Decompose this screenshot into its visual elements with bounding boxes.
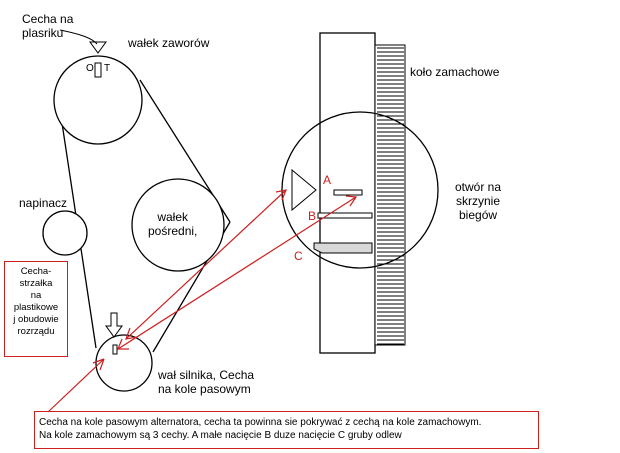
crankshaft-label: wał silnika, Cecha na kole pasowym bbox=[158, 368, 255, 396]
cover-arrow-note: Cecha- strzałka na plastikowe j obudowie… bbox=[4, 261, 68, 357]
mark-letter-a: A bbox=[323, 173, 332, 187]
mark-letter-b: B bbox=[308, 209, 317, 223]
flywheel-mark-c bbox=[313, 242, 373, 254]
tensioner-pulley bbox=[42, 210, 88, 256]
alignment-arrows bbox=[47, 189, 358, 413]
flywheel-mark-a bbox=[333, 189, 363, 196]
flywheel-mark-b bbox=[317, 212, 373, 219]
cover-mark-leader bbox=[59, 29, 98, 45]
intermediate-shaft-label: wałek pośredni, bbox=[148, 210, 198, 238]
gearbox-opening-label: otwór na skrzynie biegów bbox=[455, 180, 502, 222]
camshaft-pulley bbox=[53, 55, 143, 145]
flywheel-triangle-mark bbox=[291, 168, 317, 212]
crankshaft-arrow-icon bbox=[105, 312, 123, 355]
tensioner-label: napinacz bbox=[19, 196, 68, 210]
cover-mark-triangle-icon bbox=[89, 41, 107, 54]
camshaft-label: wałek zaworów bbox=[128, 36, 210, 50]
gearbox-opening bbox=[281, 111, 439, 269]
intermediate-pulley bbox=[131, 178, 225, 272]
flywheel-label: koło zamachowe bbox=[410, 65, 500, 79]
mark-letter-c: C bbox=[294, 249, 303, 263]
alternator-pulley-note: Cecha na kole pasowym alternatora, cecha… bbox=[34, 411, 539, 449]
camshaft-mark-t: T bbox=[104, 63, 111, 74]
cover-mark-label: Cecha na plasriku bbox=[22, 12, 74, 40]
crankshaft-pulley bbox=[95, 334, 153, 392]
camshaft-mark bbox=[94, 62, 102, 78]
camshaft-mark-o: O bbox=[86, 63, 94, 74]
